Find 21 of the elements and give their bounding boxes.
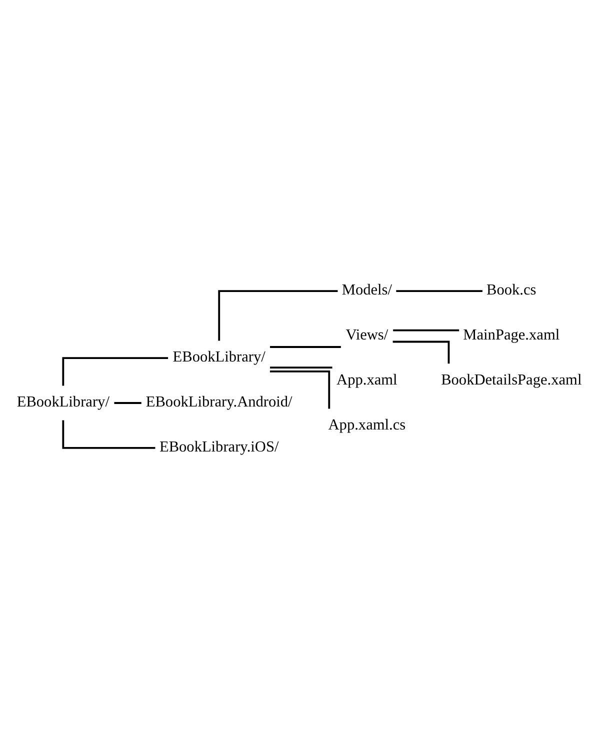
node-text: App.xaml.cs: [328, 416, 406, 434]
connector: [62, 420, 156, 448]
connector: [392, 340, 450, 364]
connector: [114, 402, 142, 404]
connector: [270, 366, 332, 368]
connector: [396, 290, 482, 292]
node-text: App.xaml: [336, 371, 398, 388]
node-text: EBookLibrary.iOS/: [159, 438, 279, 456]
node-text: MainPage.xaml: [463, 326, 560, 344]
connector: [270, 370, 330, 408]
connector: [393, 328, 460, 331]
connector: [218, 290, 338, 340]
node-text: Views/: [346, 326, 388, 344]
node-text: EBookLibrary.Android/: [146, 393, 292, 410]
node-text: BookDetailsPage.xaml: [441, 371, 582, 388]
node-text: Book.cs: [486, 281, 536, 298]
node-text: EBookLibrary/: [172, 348, 266, 366]
node-text: Models/: [342, 281, 392, 298]
node-text: EBookLibrary/: [16, 393, 110, 410]
connector: [62, 356, 168, 386]
connector: [270, 346, 341, 348]
